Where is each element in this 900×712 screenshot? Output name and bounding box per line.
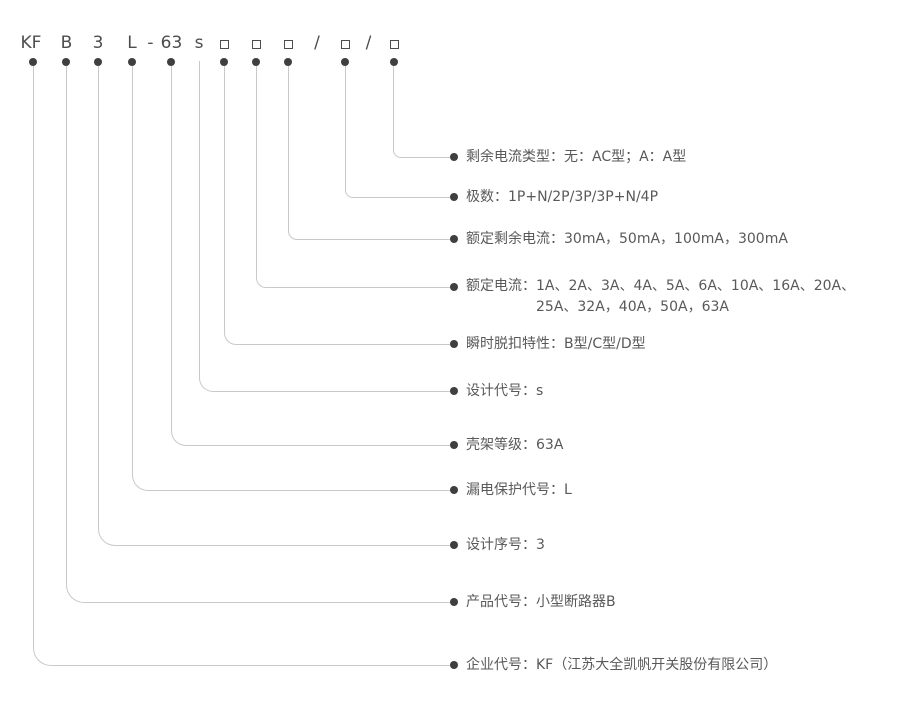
row-bullet-residual-type (450, 153, 458, 161)
row-bullet-poles (450, 193, 458, 201)
row-bullet-frame-rating (450, 441, 458, 449)
model-part-leakage-code: L (127, 33, 137, 53)
rated-current-line-2: 25A、32A，40A，50A，63A (536, 299, 729, 315)
model-part-square-trip (219, 40, 229, 49)
row-label-design-code: 设计代号：s (466, 383, 544, 399)
connector-product-code (66, 66, 453, 603)
row-bullet-rated-current (450, 283, 458, 291)
model-part-product-code: B (60, 33, 73, 53)
row-bullet-trip-type (450, 340, 458, 348)
row-label-product-code: 产品代号：小型断路器B (466, 594, 616, 610)
row-label-residual-type: 剩余电流类型：无：AC型；A：A型 (466, 149, 687, 165)
row-label-leakage-code: 漏电保护代号：L (466, 482, 572, 498)
model-part-slash-2: / (365, 33, 372, 53)
top-bullet-sq1 (220, 58, 228, 66)
top-bullet-3 (94, 58, 102, 66)
top-bullet-kf (29, 58, 37, 66)
model-part-design-code: s (194, 33, 204, 53)
top-bullet-sq3 (284, 58, 292, 66)
row-bullet-company-code (450, 661, 458, 669)
model-part-square-type (389, 40, 399, 49)
top-bullet-63 (167, 58, 175, 66)
rated-current-line-1: 额定电流：1A、2A、3A、4A、5A、6A、10A、16A、20A、 (466, 278, 856, 294)
connector-design-serial (98, 66, 453, 546)
row-label-frame-rating: 壳架等级：63A (466, 437, 564, 453)
model-part-company-code: KF (20, 33, 42, 53)
connector-frame-rating (171, 66, 453, 446)
connector-residual-type (393, 66, 453, 158)
row-bullet-rated-residual (450, 235, 458, 243)
connector-company-code (33, 66, 453, 666)
row-label-poles: 极数：1P+N/2P/3P/3P+N/4P (466, 189, 659, 205)
model-part-square-poles (341, 40, 350, 49)
connector-rated-residual (288, 66, 453, 240)
model-part-square-residual (283, 40, 293, 49)
connector-leakage-code (132, 66, 453, 491)
connector-trip-type (224, 66, 453, 345)
model-part-slash-1: / (314, 33, 320, 53)
model-part-frame-rating: 63 (160, 33, 183, 53)
row-bullet-design-serial (450, 541, 458, 549)
model-part-design-serial: 3 (92, 33, 104, 53)
row-label-rated-residual: 额定剩余电流：30mA，50mA，100mA，300mA (466, 231, 788, 247)
row-label-design-serial: 设计序号：3 (466, 537, 545, 553)
model-part-hyphen: - (147, 33, 154, 53)
connector-poles (345, 66, 453, 198)
top-bullet-l (128, 58, 136, 66)
model-part-square-current (251, 40, 261, 49)
top-bullet-b (62, 58, 70, 66)
top-bullet-sq2 (252, 58, 260, 66)
connector-design-code (199, 61, 453, 392)
row-label-trip-type: 瞬时脱扣特性：B型/C型/D型 (466, 336, 646, 352)
row-bullet-product-code (450, 598, 458, 606)
top-bullet-sq5 (390, 58, 398, 66)
row-label-rated-current: 额定电流：1A、2A、3A、4A、5A、6A、10A、16A、20A、 25A、… (466, 276, 855, 318)
top-bullet-sq4 (341, 58, 349, 66)
row-label-company-code: 企业代号：KF（江苏大全凯帆开关股份有限公司） (466, 657, 778, 673)
row-bullet-leakage-code (450, 486, 458, 494)
row-bullet-design-code (450, 387, 458, 395)
connector-rated-current (256, 66, 453, 288)
